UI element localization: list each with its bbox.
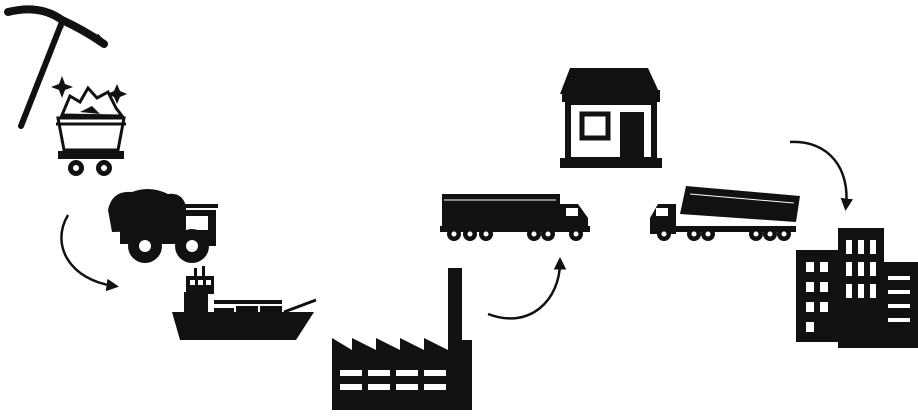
flow-arrow-2	[488, 262, 560, 318]
flow-arrow-1	[61, 215, 114, 286]
store-icon	[560, 68, 662, 168]
factory-icon	[332, 268, 472, 410]
dump-truck-icon	[108, 189, 218, 263]
cargo-ship-icon	[172, 266, 316, 340]
semi-truck-icon	[440, 194, 590, 241]
city-buildings-icon	[796, 228, 918, 348]
pickaxe-mine-cart-icon	[8, 9, 127, 176]
tipper-truck-icon	[650, 186, 800, 241]
